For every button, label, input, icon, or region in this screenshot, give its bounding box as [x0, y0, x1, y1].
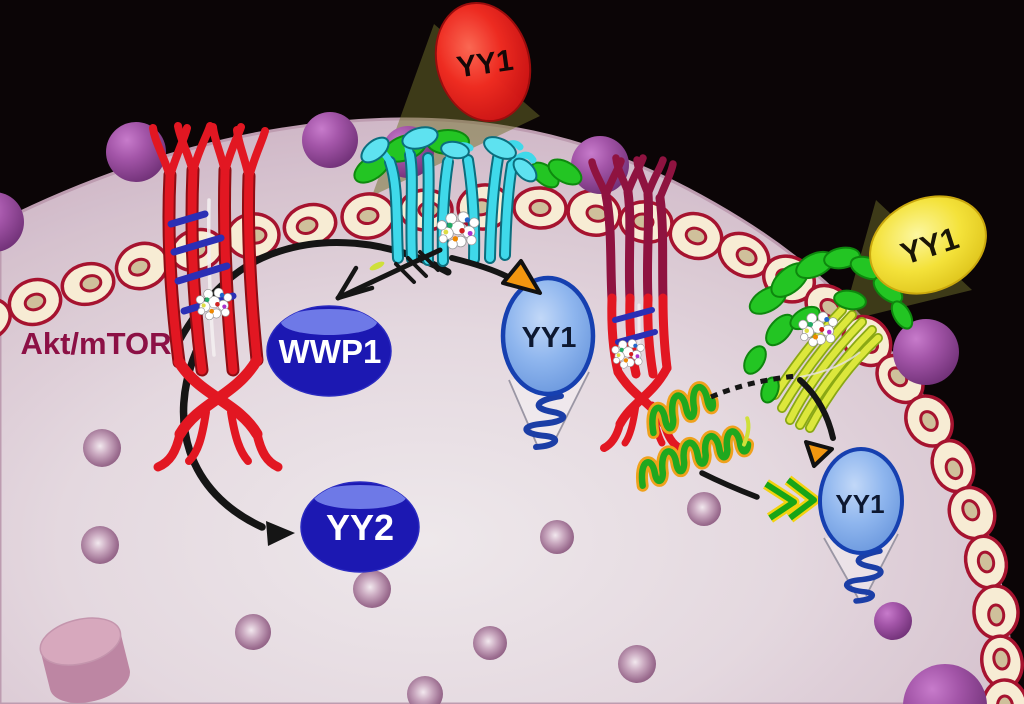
- membrane-cell: [904, 394, 954, 448]
- membrane-cell: [7, 277, 63, 327]
- protein-yy2: YY2: [300, 481, 420, 573]
- receptor-cyan: [353, 126, 583, 267]
- receptor-green: [743, 246, 914, 433]
- arrow-to-yy1-right: [797, 377, 836, 441]
- membrane-cell: [114, 241, 170, 291]
- peptide-helix-upper: [646, 381, 719, 439]
- protein-yy1-extracellular-top: YY1: [434, 1, 532, 123]
- protein-yy1-intracellular-left: YY1: [500, 275, 596, 397]
- peptide-helix-lower: [635, 416, 755, 492]
- akt-mtor-label: Akt/mTOR: [20, 326, 171, 361]
- yy1-right-label: YY1: [835, 489, 884, 519]
- membrane-cell: [981, 678, 1024, 704]
- membrane-cell: [340, 192, 396, 240]
- wwp1-label: WWP1: [279, 333, 382, 370]
- yy2-label: YY2: [326, 507, 394, 548]
- arrowhead-orange-left: [501, 259, 542, 295]
- cyan-leaves-icon: [360, 126, 538, 183]
- membrane-cell: [668, 211, 724, 261]
- yy1-top-label: YY1: [455, 44, 516, 85]
- receptor-red-left: [149, 122, 283, 472]
- arrow-receptor-to-yy1-left: [449, 255, 511, 280]
- green-chevron-arrow-icon: [763, 475, 820, 523]
- arrow-helix-to-chevron: [699, 470, 760, 500]
- protein-yy1-extracellular-right: YY1: [869, 195, 987, 295]
- dashed-peptide-line: [709, 373, 798, 400]
- yy1-left-label: YY1: [522, 322, 577, 354]
- membrane-cell: [972, 584, 1020, 640]
- membrane-cell: [512, 186, 568, 230]
- protein-wwp1: WWP1: [266, 305, 392, 397]
- membrane-cell: [947, 485, 997, 541]
- thin-tether-line: [799, 351, 861, 378]
- cytoplasm-cylinder: [39, 617, 130, 703]
- membrane-cell: [60, 261, 116, 307]
- membrane-cell: [963, 534, 1009, 590]
- membrane-cell: [980, 634, 1024, 690]
- dna-squiggle-icon: [844, 548, 884, 604]
- cytoplasm-granules: [81, 429, 721, 704]
- arrow-sketch-to-wwp1: [335, 247, 443, 301]
- membrane-cell: [930, 438, 976, 494]
- yy1-right-funnel: [823, 533, 899, 604]
- arrowhead-orange-right: [804, 440, 834, 468]
- dna-squiggle-icon: [523, 393, 567, 450]
- protein-yy1-intracellular-right: YY1: [818, 447, 904, 555]
